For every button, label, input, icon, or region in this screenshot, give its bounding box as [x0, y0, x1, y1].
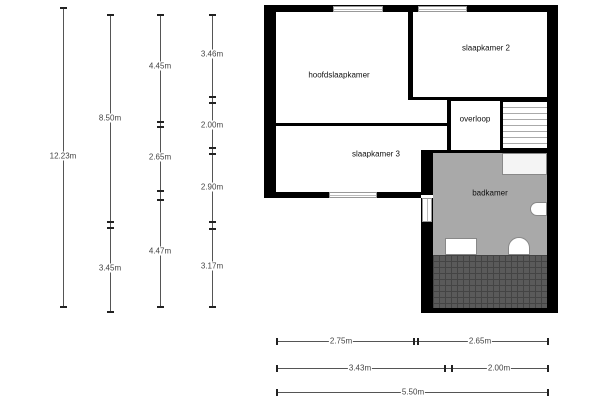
dim-tick	[107, 311, 114, 313]
dim-line	[276, 368, 548, 369]
tiled-area	[433, 255, 547, 308]
vanity	[445, 238, 477, 255]
dim-tick	[209, 147, 216, 149]
dim-tick	[60, 7, 67, 9]
dim-label: 2.75m	[328, 336, 354, 346]
dim-tick	[547, 365, 549, 372]
room-overloop	[451, 101, 500, 150]
dim-tick	[209, 153, 216, 155]
dim-label: 3.46m	[199, 49, 225, 59]
dim-tick	[107, 14, 114, 16]
dim-label: 3.17m	[199, 261, 225, 271]
sink	[530, 202, 547, 216]
dim-tick	[547, 389, 549, 396]
room-slaapkamer-2	[413, 12, 547, 97]
dim-tick	[444, 365, 446, 372]
dim-tick	[157, 199, 164, 201]
dim-tick	[157, 306, 164, 308]
dim-tick	[451, 365, 453, 372]
dim-tick	[107, 227, 114, 229]
dim-tick	[276, 365, 278, 372]
dim-tick	[276, 338, 278, 345]
dim-tick	[107, 221, 114, 223]
toilet	[508, 237, 530, 255]
dim-line	[110, 14, 111, 312]
dim-tick	[209, 14, 216, 16]
room-label-overloop: overloop	[459, 114, 491, 124]
dim-tick	[157, 121, 164, 123]
room-label-slaapkamer-3: slaapkamer 3	[351, 149, 401, 159]
dim-label: 4.47m	[147, 246, 173, 256]
hall-gap	[408, 100, 447, 123]
dim-tick	[413, 338, 415, 345]
dim-tick	[417, 338, 419, 345]
dim-tick	[157, 14, 164, 16]
staircase	[503, 102, 547, 148]
room-label-slaapkamer-2: slaapkamer 2	[461, 43, 511, 53]
window	[333, 6, 383, 12]
room-label-badkamer: badkamer	[472, 188, 508, 198]
dim-tick	[276, 389, 278, 396]
room-slaapkamer-3	[276, 126, 447, 192]
dim-tick	[209, 102, 216, 104]
dim-label: 2.65m	[467, 336, 493, 346]
dim-label: 3.43m	[347, 363, 373, 373]
dim-label: 2.00m	[486, 363, 512, 373]
dim-label: 12.23m	[48, 151, 78, 161]
dim-label: 8.50m	[97, 113, 123, 123]
dim-tick	[209, 221, 216, 223]
corner-gap	[421, 195, 433, 198]
dim-tick	[60, 306, 67, 308]
dim-label: 2.00m	[199, 120, 225, 130]
dim-label: 2.90m	[199, 182, 225, 192]
dim-label: 5.50m	[400, 387, 426, 397]
bathtub	[502, 153, 547, 175]
dim-tick	[157, 190, 164, 192]
dim-tick	[209, 96, 216, 98]
dim-label: 3.45m	[97, 263, 123, 273]
room-label-hoofdslaapkamer: hoofdslaapkamer	[308, 70, 370, 80]
window	[329, 192, 377, 198]
window	[422, 198, 432, 222]
dim-tick	[547, 338, 549, 345]
dim-line	[212, 14, 213, 307]
dim-tick	[157, 126, 164, 128]
dim-label: 4.45m	[147, 61, 173, 71]
dim-label: 2.65m	[147, 152, 173, 162]
room-hoofdslaapkamer	[276, 12, 408, 123]
dim-tick	[209, 228, 216, 230]
dim-tick	[209, 306, 216, 308]
window	[418, 6, 467, 12]
dim-line	[276, 341, 548, 342]
